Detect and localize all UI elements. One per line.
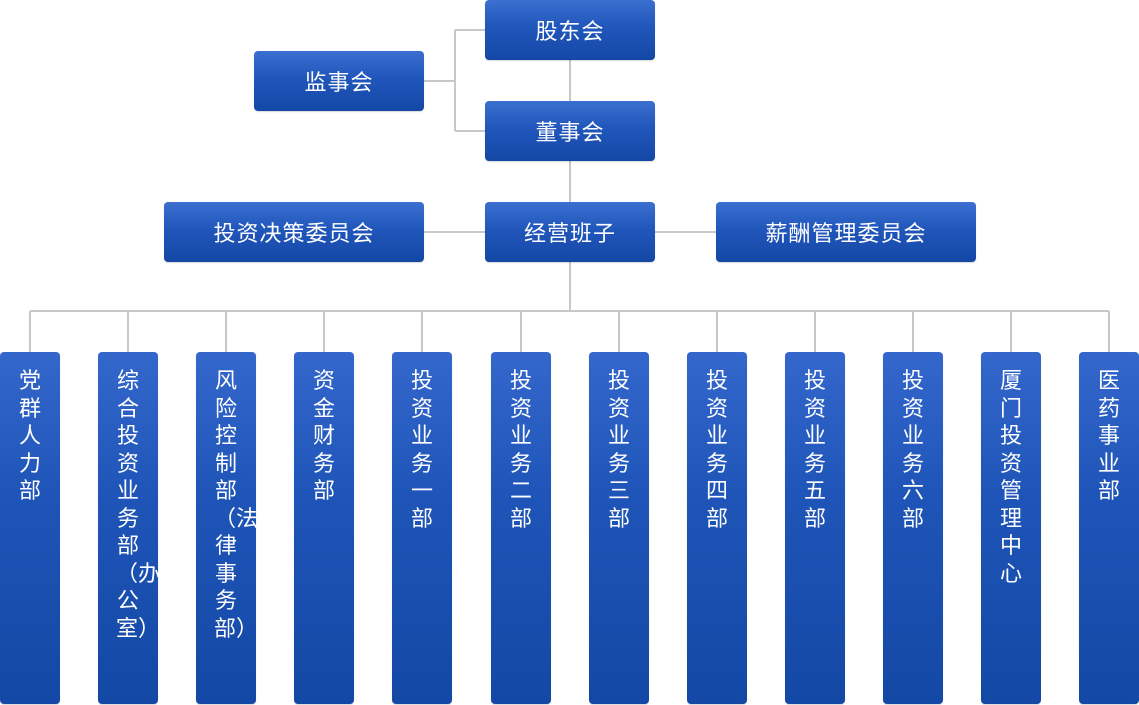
board-node[interactable]: 董事会	[485, 101, 655, 161]
department-label: 风险控制部（法律事务部）	[214, 369, 259, 642]
department-node[interactable]: 资金财务部	[294, 352, 354, 704]
investment-committee-node[interactable]: 投资决策委员会	[164, 202, 424, 262]
department-label: 投资业务六部	[901, 369, 924, 532]
supervisors-label: 监事会	[304, 71, 374, 96]
department-node[interactable]: 投资业务二部	[491, 352, 551, 704]
management-label: 经营班子	[523, 222, 616, 247]
department-node[interactable]: 风险控制部（法律事务部）	[196, 352, 259, 704]
department-node[interactable]: 投资业务四部	[687, 352, 747, 704]
department-node[interactable]: 投资业务六部	[883, 352, 943, 704]
department-node[interactable]: 党群人力部	[0, 352, 60, 704]
department-label: 综合投资业务部（办公室）	[116, 369, 161, 642]
department-label: 投资业务一部	[410, 369, 433, 532]
shareholders-label: 股东会	[535, 20, 605, 45]
board-label: 董事会	[535, 121, 605, 146]
department-node[interactable]: 厦门投资管理中心	[981, 352, 1041, 704]
management-node[interactable]: 经营班子	[485, 202, 655, 262]
shareholders-node[interactable]: 股东会	[485, 0, 655, 60]
department-node[interactable]: 投资业务三部	[589, 352, 649, 704]
compensation-committee-label: 薪酬管理委员会	[765, 222, 927, 247]
department-label: 资金财务部	[312, 369, 335, 504]
investment-committee-label: 投资决策委员会	[213, 222, 375, 247]
compensation-committee-node[interactable]: 薪酬管理委员会	[716, 202, 976, 262]
department-node[interactable]: 投资业务一部	[392, 352, 452, 704]
department-label: 投资业务五部	[803, 369, 826, 532]
department-label: 投资业务四部	[705, 369, 728, 532]
department-label: 医药事业部	[1097, 369, 1120, 504]
supervisors-node[interactable]: 监事会	[254, 51, 424, 111]
department-label: 厦门投资管理中心	[999, 369, 1022, 587]
department-node[interactable]: 综合投资业务部（办公室）	[98, 352, 161, 704]
department-label: 投资业务二部	[509, 369, 532, 532]
department-label: 党群人力部	[18, 369, 41, 504]
department-label: 投资业务三部	[607, 369, 630, 532]
department-node[interactable]: 投资业务五部	[785, 352, 845, 704]
department-node[interactable]: 医药事业部	[1079, 352, 1139, 704]
